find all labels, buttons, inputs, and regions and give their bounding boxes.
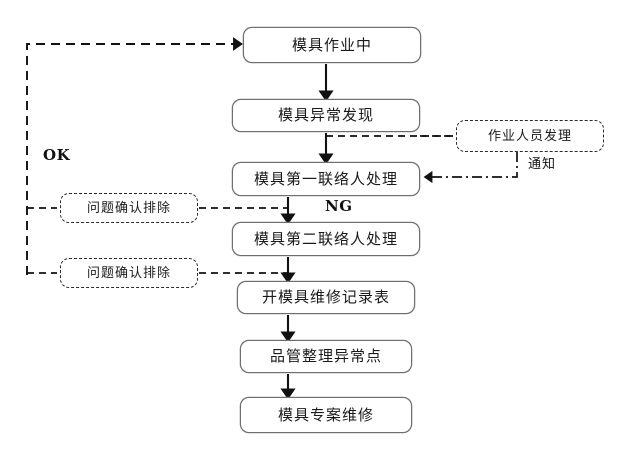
node-abnormality-found[interactable]: 模具异常发现	[232, 99, 420, 132]
node-label: 问题确认排除	[86, 265, 171, 281]
edge-label-ng: NG	[325, 197, 353, 215]
node-mold-special-repair[interactable]: 模具专案维修	[240, 397, 412, 433]
node-problem-confirmed-removed-2[interactable]: 问题确认排除	[60, 258, 198, 288]
node-operator-handling[interactable]: 作业人员发理	[456, 120, 604, 152]
node-first-contact-handling[interactable]: 模具第一联络人处理	[232, 162, 420, 196]
notify-path	[423, 152, 518, 184]
node-label: 问题确认排除	[86, 200, 171, 216]
node-qc-collect-abnormal-points[interactable]: 品管整理异常点	[240, 340, 412, 373]
node-label: 模具专案维修	[277, 405, 374, 424]
edge-label-ok: OK	[43, 146, 71, 164]
node-label: 模具作业中	[291, 35, 372, 54]
node-label: 模具第二联络人处理	[253, 229, 398, 248]
node-problem-confirmed-removed-1[interactable]: 问题确认排除	[60, 193, 198, 223]
node-mold-in-operation[interactable]: 模具作业中	[243, 27, 421, 63]
node-label: 开模具维修记录表	[261, 288, 390, 306]
node-label: 模具异常发现	[277, 106, 374, 124]
edge-label-notify: 通知	[528, 157, 557, 172]
node-open-repair-record[interactable]: 开模具维修记录表	[237, 281, 415, 314]
node-label: 品管整理异常点	[269, 347, 382, 365]
node-label: 作业人员发理	[487, 128, 572, 144]
node-label: 模具第一联络人处理	[253, 169, 398, 188]
node-second-contact-handling[interactable]: 模具第二联络人处理	[232, 222, 420, 256]
